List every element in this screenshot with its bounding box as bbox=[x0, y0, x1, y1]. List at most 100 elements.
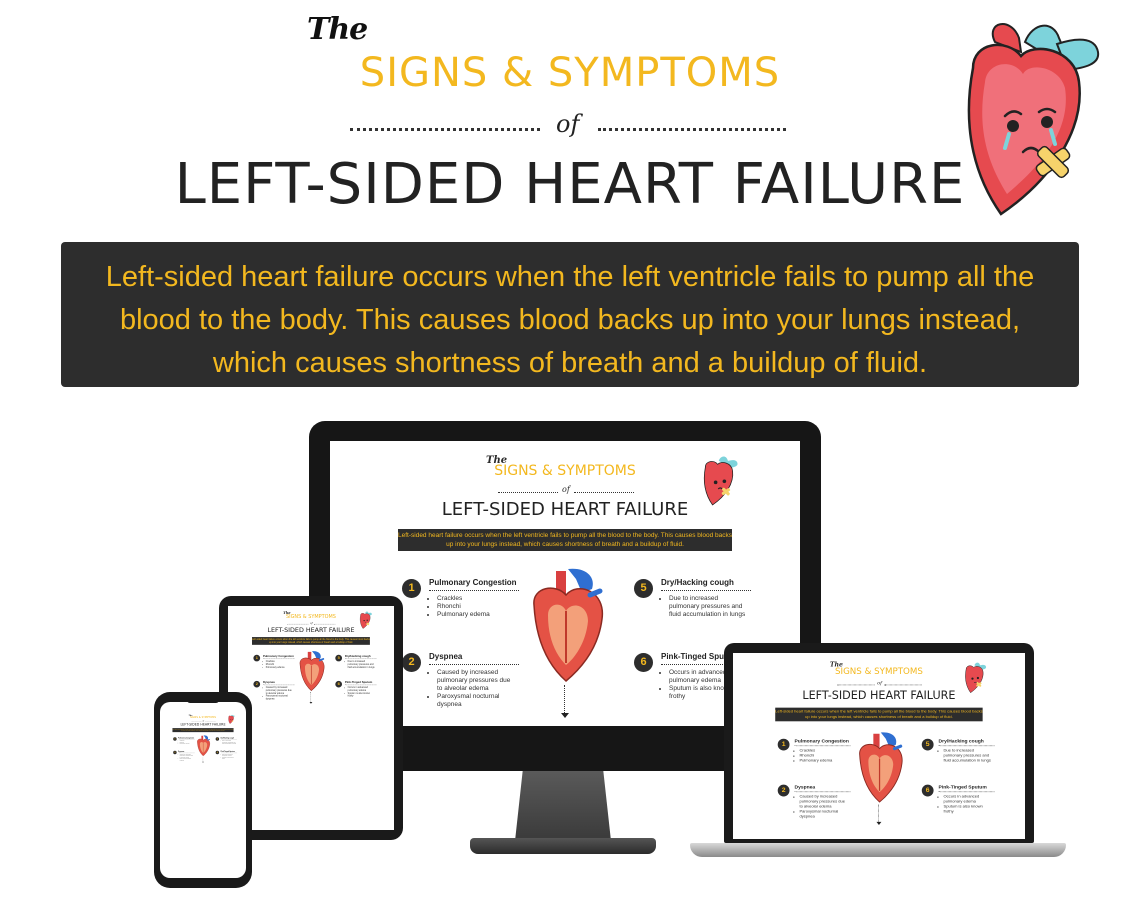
symptom-bullets: Caused by increased pulmonary pressures … bbox=[429, 669, 517, 709]
symptom-divider bbox=[794, 745, 851, 747]
symptom-bullet: Rhonchi bbox=[437, 603, 490, 611]
phone-notch bbox=[187, 697, 219, 703]
preview-divider-left bbox=[837, 684, 875, 686]
flow-arrow-head bbox=[309, 702, 313, 704]
symptom-bullets: Crackles Rhonchi Pulmonary edema bbox=[429, 595, 490, 619]
preview-sad-heart-icon bbox=[703, 456, 738, 506]
anatomical-heart-icon bbox=[533, 568, 603, 682]
symptom-number: 1 bbox=[777, 738, 790, 751]
preview-sad-heart-icon bbox=[965, 662, 987, 694]
symptom-bullet: Due to increased pulmonary pressures and… bbox=[944, 749, 994, 764]
symptom-heading: Pulmonary Congestion bbox=[794, 738, 849, 744]
symptom-divider bbox=[429, 590, 519, 591]
preview-the: The bbox=[829, 661, 843, 669]
symptom-bullet: Caused by increased pulmonary pressures … bbox=[437, 669, 517, 693]
anatomical-heart-icon bbox=[299, 651, 325, 692]
monitor-stand-base bbox=[470, 838, 656, 854]
symptom-bullets: Due to increased pulmonary pressures and… bbox=[939, 749, 994, 764]
symptom-bullets: Crackles Rhonchi Pulmonary edema bbox=[263, 660, 285, 669]
laptop-base bbox=[690, 843, 1066, 857]
symptom-number: 5 bbox=[215, 737, 220, 741]
symptom-heading: Dry/Hacking cough bbox=[938, 738, 984, 744]
symptom-number: 1 bbox=[173, 737, 177, 741]
symptom-heading: Dyspnea bbox=[262, 680, 275, 684]
symptom-number: 1 bbox=[402, 579, 421, 598]
symptom-heading: Pulmonary Congestion bbox=[178, 737, 195, 739]
preview-divider-left bbox=[498, 492, 558, 493]
preview-banner: Left-sided heart failure occurs when the… bbox=[775, 707, 983, 722]
flow-arrow-head bbox=[202, 761, 204, 763]
symptom-bullet: Occurs in advanced pulmonary edema bbox=[669, 669, 749, 685]
symptom-bullet: Crackles bbox=[437, 595, 490, 603]
symptom-bullet: Occurs in advanced pulmonary edema bbox=[944, 795, 994, 805]
symptom-bullets: Caused by increased pulmonary pressures … bbox=[794, 795, 849, 820]
symptom-bullet: Caused by increased pulmonary pressures … bbox=[799, 795, 849, 810]
sad-heart-icon bbox=[967, 23, 1100, 216]
symptom-bullet: Crackles bbox=[266, 660, 285, 663]
preview-of: of bbox=[877, 680, 882, 686]
symptom-heading: Dyspnea bbox=[178, 750, 185, 753]
symptom-heading: Pink-Tinged Sputum bbox=[344, 680, 373, 684]
symptom-bullet: Crackles bbox=[180, 740, 190, 741]
symptom-bullet: Sputum is also known frothy bbox=[348, 692, 376, 698]
symptom-bullet: Crackles bbox=[799, 749, 832, 754]
monitor-stand-neck bbox=[515, 771, 611, 841]
flow-arrow bbox=[310, 692, 312, 703]
symptom-bullet: Sputum is also known frothy bbox=[944, 805, 994, 815]
infographic-preview: The SIGNS & SYMPTOMS of LEFT-SIDED HEART… bbox=[733, 653, 1025, 830]
preview-banner: Left-sided heart failure occurs when the… bbox=[398, 529, 732, 551]
preview-the: The bbox=[486, 455, 508, 466]
symptom-heading: Dry/Hacking cough bbox=[220, 737, 234, 739]
symptom-number: 2 bbox=[253, 680, 261, 688]
symptom-heading: Dry/Hacking cough bbox=[344, 654, 371, 658]
tablet-screen: The SIGNS & SYMPTOMS of LEFT-SIDED HEART… bbox=[228, 606, 394, 830]
preview-the: The bbox=[283, 610, 291, 615]
symptom-bullet: Due to increased pulmonary pressures and… bbox=[348, 660, 376, 668]
symptom-bullets: Occurs in advanced pulmonary edema Sputu… bbox=[345, 686, 376, 697]
symptom-bullet: Rhonchi bbox=[799, 754, 832, 759]
symptom-bullet: Sputum is also known frothy bbox=[669, 685, 749, 701]
symptom-heading: Pulmonary Congestion bbox=[262, 654, 294, 658]
flow-arrow bbox=[564, 685, 567, 713]
symptom-bullet: Due to increased pulmonary pressures and… bbox=[669, 595, 749, 619]
symptom-divider bbox=[661, 664, 751, 665]
symptom-heading: Dyspnea bbox=[429, 652, 463, 661]
symptom-bullets: Caused by increased pulmonary pressures … bbox=[263, 686, 294, 700]
flow-arrow bbox=[878, 804, 880, 822]
symptom-bullets: Due to increased pulmonary pressures and… bbox=[221, 740, 237, 744]
preview-signs: SIGNS & SYMPTOMS bbox=[834, 666, 923, 677]
symptom-divider bbox=[938, 745, 995, 747]
preview-sad-heart-icon bbox=[359, 611, 372, 629]
symptom-bullets: Crackles Rhonchi Pulmonary edema bbox=[794, 749, 832, 764]
symptom-divider bbox=[794, 791, 851, 793]
preview-title: LEFT-SIDED HEART FAILURE bbox=[441, 499, 689, 520]
symptom-bullets: Occurs in advanced pulmonary edema Sputu… bbox=[661, 669, 749, 701]
divider-left bbox=[350, 128, 540, 131]
preview-title: LEFT-SIDED HEART FAILURE bbox=[267, 626, 355, 634]
preview-divider-right bbox=[574, 492, 634, 493]
symptom-heading: Pulmonary Congestion bbox=[429, 578, 517, 587]
preview-sad-heart-icon bbox=[228, 714, 235, 724]
symptom-bullet: Pulmonary edema bbox=[437, 611, 490, 619]
symptom-number: 2 bbox=[402, 653, 421, 672]
symptom-bullet: Paroxysmal nocturnal dyspnea bbox=[799, 809, 849, 819]
preview-of: of bbox=[562, 485, 570, 494]
preview-divider-right bbox=[884, 684, 922, 686]
anatomical-heart-icon bbox=[197, 735, 210, 757]
symptom-number: 6 bbox=[335, 680, 343, 688]
symptom-bullet: Due to increased pulmonary pressures and… bbox=[222, 740, 237, 744]
symptom-bullet: Pulmonary edema bbox=[266, 666, 285, 669]
symptom-bullet: Caused by increased pulmonary pressures … bbox=[180, 754, 195, 758]
preview-title: LEFT-SIDED HEART FAILURE bbox=[802, 689, 956, 703]
preview-the: The bbox=[188, 714, 193, 717]
symptom-bullet: Sputum is also known frothy bbox=[222, 757, 237, 760]
symptom-number: 5 bbox=[921, 738, 934, 751]
symptom-heading: Pink-Tinged Sputum bbox=[220, 750, 235, 753]
flow-arrow-head bbox=[876, 821, 882, 826]
symptom-heading: Pink-Tinged Sputum bbox=[661, 652, 739, 661]
symptom-bullet: Occurs in advanced pulmonary edema bbox=[222, 754, 237, 757]
preview-banner: Left-sided heart failure occurs when the… bbox=[252, 637, 370, 645]
symptom-bullets: Due to increased pulmonary pressures and… bbox=[345, 660, 376, 668]
phone-screen: The SIGNS & SYMPTOMS of LEFT-SIDED HEART… bbox=[160, 702, 246, 878]
symptom-heading: Dry/Hacking cough bbox=[661, 578, 734, 587]
